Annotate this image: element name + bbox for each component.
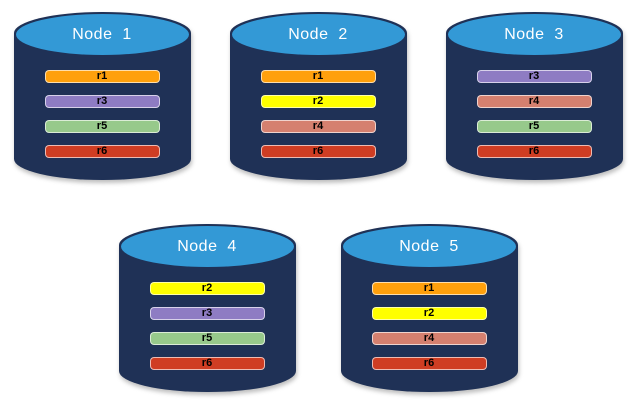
node-title: Node 1 (72, 25, 132, 43)
node-title: Node 5 (399, 237, 459, 255)
cylinder-top: Node 1 (15, 14, 189, 55)
node-row-top: Node 1 r1 r3 r5 r6 Node 2 r1 r2 r4 r6 Node 3 r… (0, 0, 636, 180)
replica-bar-r6: r6 (476, 145, 592, 158)
cylinder-top: Node 3 (447, 14, 621, 55)
replica-bar-r2: r2 (371, 307, 487, 320)
replica-bar-r1: r1 (44, 70, 160, 83)
replica-bar-r3: r3 (44, 95, 160, 108)
replica-bar-r6: r6 (149, 357, 265, 370)
replica-bar-r6: r6 (44, 145, 160, 158)
replica-list: r2 r3 r5 r6 (119, 282, 296, 370)
replica-bar-r1: r1 (260, 70, 376, 83)
replica-bar-r5: r5 (476, 120, 592, 133)
replica-bar-r2: r2 (260, 95, 376, 108)
node-title: Node 4 (177, 237, 237, 255)
cylinder-top: Node 2 (231, 14, 405, 55)
replica-bar-r2: r2 (149, 282, 265, 295)
node-cylinder-5: Node 5 r1 r2 r4 r6 (340, 224, 518, 392)
cylinder-top: Node 4 (120, 226, 294, 267)
replica-list: r1 r2 r4 r6 (230, 70, 407, 158)
replica-bar-r4: r4 (371, 332, 487, 345)
node-cylinder-3: Node 3 r3 r4 r5 r6 (445, 12, 623, 180)
replica-bar-r4: r4 (476, 95, 592, 108)
replica-bar-r5: r5 (44, 120, 160, 133)
replica-list: r1 r2 r4 r6 (341, 282, 518, 370)
node-title: Node 2 (288, 25, 348, 43)
replica-bar-r6: r6 (260, 145, 376, 158)
replica-bar-r4: r4 (260, 120, 376, 133)
node-title: Node 3 (504, 25, 564, 43)
replica-list: r1 r3 r5 r6 (14, 70, 191, 158)
node-cylinder-1: Node 1 r1 r3 r5 r6 (13, 12, 191, 180)
cylinder-top: Node 5 (342, 226, 516, 267)
node-cylinder-2: Node 2 r1 r2 r4 r6 (229, 12, 407, 180)
replica-bar-r3: r3 (149, 307, 265, 320)
node-cylinder-4: Node 4 r2 r3 r5 r6 (118, 224, 296, 392)
replica-bar-r1: r1 (371, 282, 487, 295)
node-row-bottom: Node 4 r2 r3 r5 r6 Node 5 r1 r2 r4 r6 (0, 224, 636, 392)
replica-bar-r3: r3 (476, 70, 592, 83)
replica-bar-r5: r5 (149, 332, 265, 345)
replica-bar-r6: r6 (371, 357, 487, 370)
replica-list: r3 r4 r5 r6 (446, 70, 623, 158)
